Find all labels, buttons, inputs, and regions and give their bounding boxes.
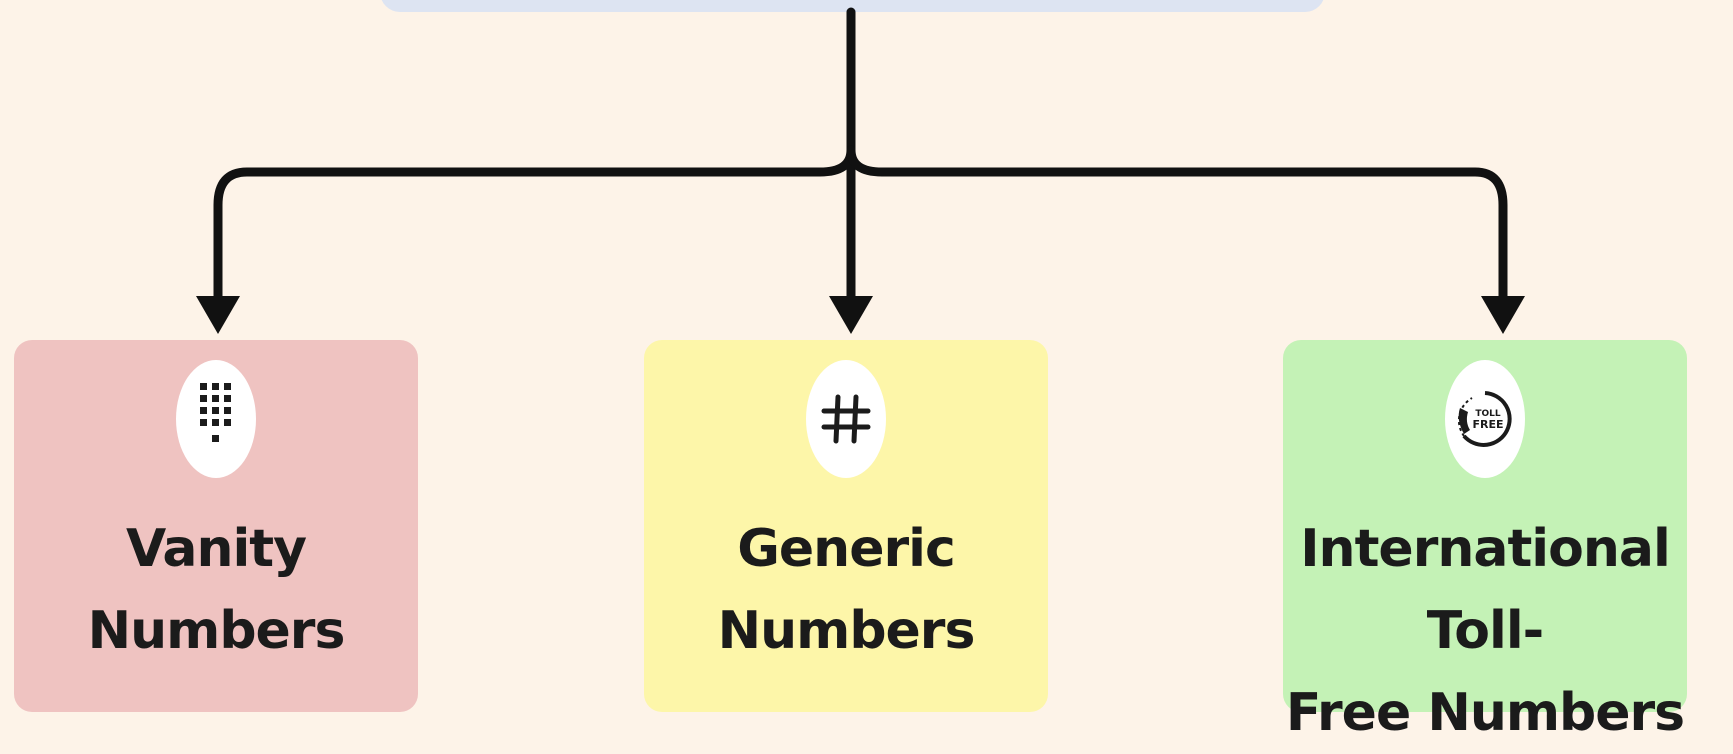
node-label-line: Free Numbers — [1285, 683, 1685, 743]
arrow-head-vanity — [196, 296, 240, 334]
node-label-line: Numbers — [87, 601, 346, 661]
branch-vanity — [213, 145, 856, 313]
arrow-head-generic — [829, 296, 873, 334]
parent-node-box — [380, 0, 1325, 12]
node-label: Generic Numbers — [644, 508, 1048, 672]
node-label-line: Generic — [737, 519, 956, 579]
connector-lines — [196, 7, 1525, 334]
hash-icon — [821, 394, 871, 444]
node-label: International Toll- Free Numbers — [1283, 508, 1687, 754]
node-label-line: Numbers — [717, 601, 976, 661]
keypad-icon — [200, 383, 231, 442]
node-label-line: Vanity — [125, 519, 307, 579]
node-generic-numbers: Generic Numbers — [644, 340, 1048, 712]
node-international-toll-free-numbers: TOLL FREE International Toll- Free Numbe… — [1283, 340, 1687, 743]
toll-free-icon-text: FREE — [1472, 418, 1503, 431]
diagram-canvas: Vanity Numbers Generic Numbers — [14, 0, 1687, 743]
arrow-head-intl — [1481, 296, 1525, 334]
node-label-line: International Toll- — [1300, 519, 1671, 661]
toll-free-icon: TOLL FREE — [1457, 391, 1512, 447]
icon-circle — [176, 360, 256, 478]
icon-circle: TOLL FREE — [1445, 360, 1525, 478]
node-vanity-numbers: Vanity Numbers — [14, 340, 418, 712]
icon-circle — [806, 360, 886, 478]
toll-free-icon-text: TOLL — [1475, 409, 1501, 419]
node-label: Vanity Numbers — [14, 508, 418, 672]
branch-intl — [846, 145, 1508, 313]
